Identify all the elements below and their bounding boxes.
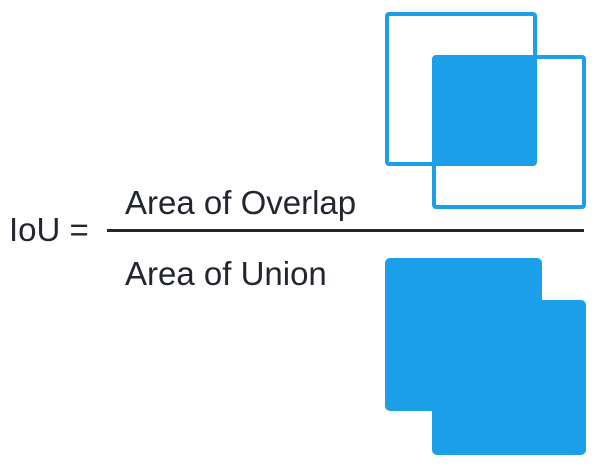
denominator-label: Area of Union bbox=[125, 255, 327, 292]
fraction-bar bbox=[107, 229, 584, 232]
numerator-label: Area of Overlap bbox=[125, 184, 357, 221]
iou-equation-lhs: IoU = bbox=[9, 211, 89, 248]
overlap-diagram-intersection-fill bbox=[432, 55, 537, 166]
union-diagram-box-b-fill bbox=[432, 300, 586, 455]
